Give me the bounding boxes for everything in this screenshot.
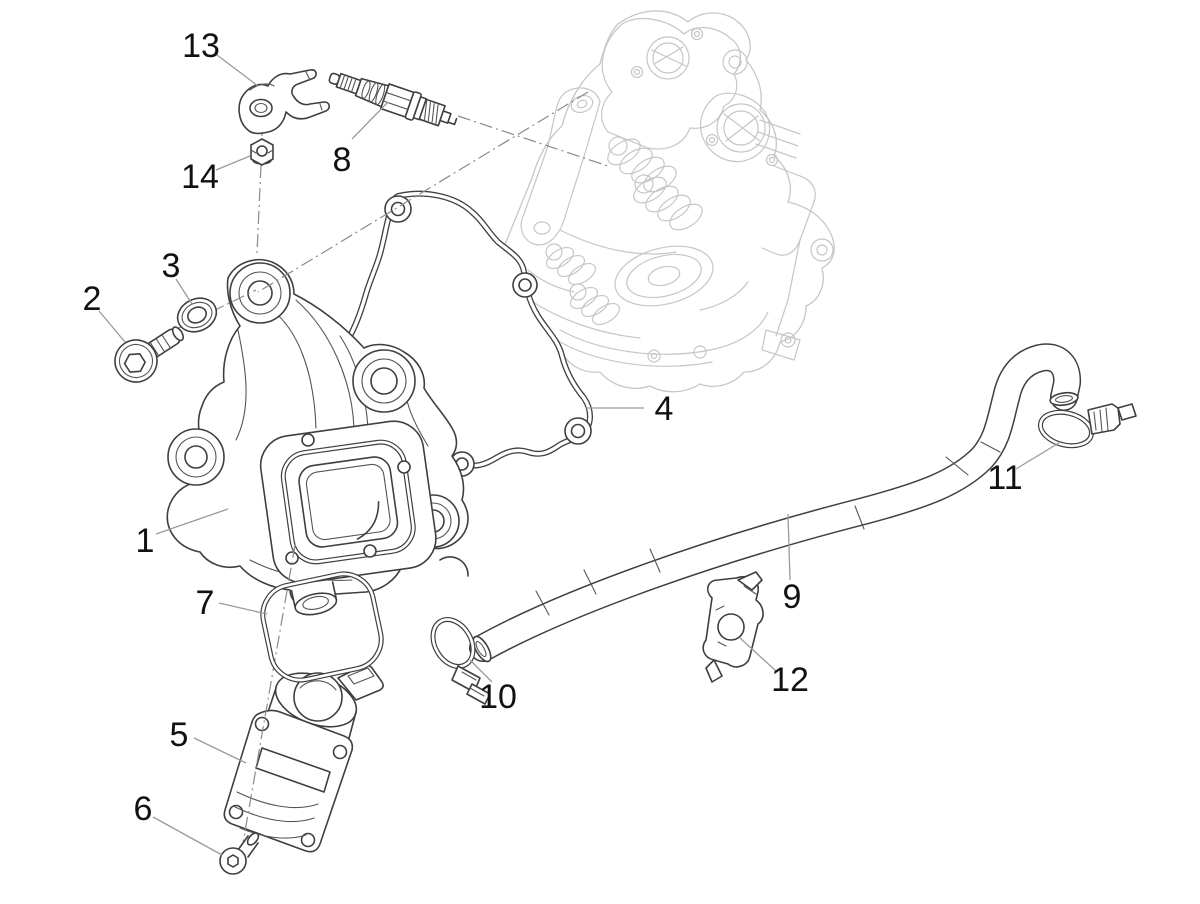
sealing-washer bbox=[176, 297, 218, 333]
leader-line bbox=[215, 155, 251, 171]
part-number-label: 12 bbox=[771, 661, 809, 699]
part-number-label: 13 bbox=[182, 27, 220, 65]
leader-line bbox=[1015, 440, 1063, 470]
spark-plug-bracket bbox=[238, 69, 330, 135]
part-number-label: 10 bbox=[479, 678, 517, 716]
part-number-label: 3 bbox=[162, 247, 181, 285]
callout-13: 13 bbox=[182, 27, 259, 87]
leader-line bbox=[787, 513, 791, 581]
callout-10: 10 bbox=[469, 659, 517, 716]
callout-12: 12 bbox=[739, 637, 809, 699]
leader-line bbox=[193, 737, 247, 764]
callout-3: 3 bbox=[162, 247, 193, 305]
cover-bolt bbox=[114, 326, 185, 383]
spark-plug bbox=[328, 72, 458, 127]
cover-bolt-bosses bbox=[167, 262, 469, 577]
leader-line bbox=[216, 54, 259, 87]
leader-line bbox=[351, 101, 389, 140]
breather-cover-bolt bbox=[219, 832, 260, 875]
callout-5: 5 bbox=[170, 716, 247, 764]
callout-2: 2 bbox=[83, 280, 126, 343]
cylinder-head-cover bbox=[166, 258, 469, 616]
breather-hose bbox=[469, 343, 1081, 663]
callout-6: 6 bbox=[134, 790, 223, 856]
gasket-bolt-holes bbox=[384, 195, 592, 477]
callout-14: 14 bbox=[181, 155, 251, 196]
part-number-label: 11 bbox=[987, 459, 1022, 497]
callout-9: 9 bbox=[783, 513, 802, 616]
part-number-label: 8 bbox=[333, 141, 352, 179]
breather-cover bbox=[223, 664, 384, 853]
leader-line bbox=[155, 508, 229, 535]
part-number-label: 7 bbox=[196, 584, 215, 622]
callout-1: 1 bbox=[136, 508, 229, 560]
cover-opening bbox=[259, 420, 437, 584]
part-number-label: 2 bbox=[83, 280, 102, 318]
leader-line bbox=[175, 278, 193, 305]
part-number-label: 6 bbox=[134, 790, 153, 828]
callout-7: 7 bbox=[196, 584, 268, 622]
leader-line bbox=[98, 310, 126, 343]
part-number-label: 14 bbox=[181, 158, 219, 196]
part-number-label: 9 bbox=[783, 578, 802, 616]
callout-11: 11 bbox=[987, 440, 1063, 497]
leader-line bbox=[218, 602, 268, 615]
hose-clamp-screw bbox=[1037, 403, 1137, 449]
part-number-label: 5 bbox=[170, 716, 189, 754]
oring-seal bbox=[260, 571, 384, 683]
hose-clamp-band bbox=[430, 617, 491, 705]
valve-springs bbox=[545, 136, 703, 326]
leader-line bbox=[152, 816, 223, 856]
cylinder-head-reference bbox=[500, 10, 835, 393]
callout-4: 4 bbox=[586, 390, 673, 428]
part-number-label: 1 bbox=[136, 522, 155, 560]
hose-clip bbox=[702, 571, 764, 683]
callout-8: 8 bbox=[333, 101, 389, 179]
cover-flange-holes bbox=[285, 433, 411, 565]
leader-line bbox=[739, 637, 777, 672]
hex-nut bbox=[250, 138, 274, 166]
part-number-label: 4 bbox=[655, 390, 674, 428]
leader-line bbox=[469, 659, 493, 683]
cover-spout bbox=[290, 581, 338, 616]
